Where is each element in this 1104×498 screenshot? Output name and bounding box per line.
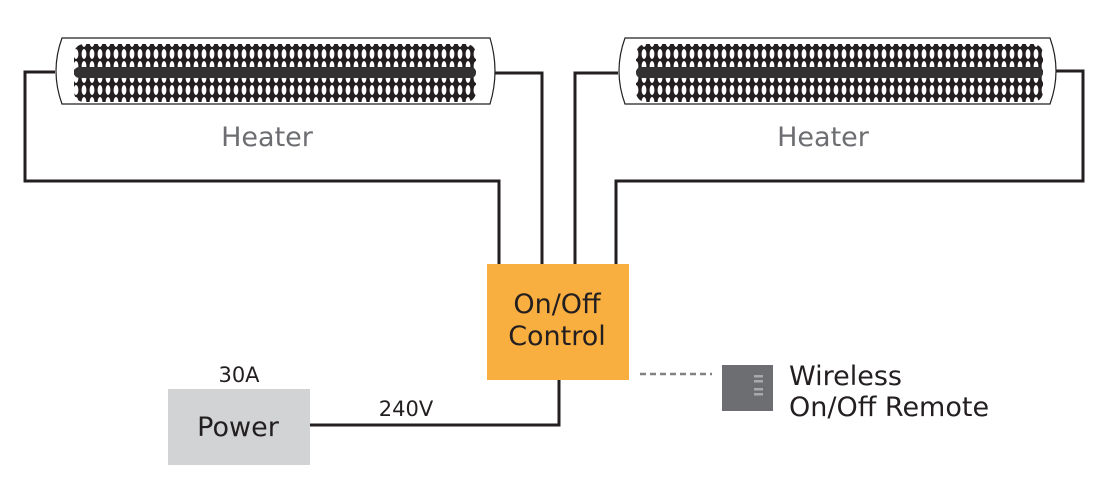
wire-power-240v: [310, 380, 561, 427]
control-label-line1: On/Off: [513, 289, 602, 320]
wire-left-heater-outer: [23, 70, 501, 264]
remote-button-icon: [754, 393, 763, 396]
control-label-line2: Control: [508, 321, 606, 352]
remote-button-icon: [754, 380, 763, 383]
heater-left-element: [74, 67, 476, 78]
remote-button-icon: [754, 388, 763, 391]
power-source: 30A Power 240V: [168, 363, 434, 465]
right-heater-wiring: [573, 69, 1085, 264]
left-heater-wiring: [23, 70, 544, 264]
wire-left-heater-inner: [495, 71, 544, 264]
remote-label-line1: Wireless: [789, 361, 902, 392]
heater-right: Heater: [618, 37, 1057, 153]
heater-right-label: Heater: [777, 122, 870, 153]
remote-label-line2: On/Off Remote: [789, 392, 989, 423]
heater-left-label: Heater: [221, 122, 314, 153]
wireless-remote: Wireless On/Off Remote: [722, 361, 989, 423]
remote-button-icon: [754, 375, 763, 378]
power-box: [168, 389, 310, 465]
wire-right-heater-inner: [573, 71, 618, 264]
power-label: Power: [197, 412, 280, 443]
power-amperage-label: 30A: [218, 363, 260, 387]
voltage-label: 240V: [379, 397, 434, 421]
control-box: [487, 264, 629, 380]
remote-icon: [722, 365, 773, 411]
heater-left: Heater: [55, 37, 496, 153]
on-off-control: On/Off Control: [487, 264, 629, 380]
heater-right-element: [636, 67, 1043, 78]
wire-right-heater-outer: [614, 69, 1085, 264]
